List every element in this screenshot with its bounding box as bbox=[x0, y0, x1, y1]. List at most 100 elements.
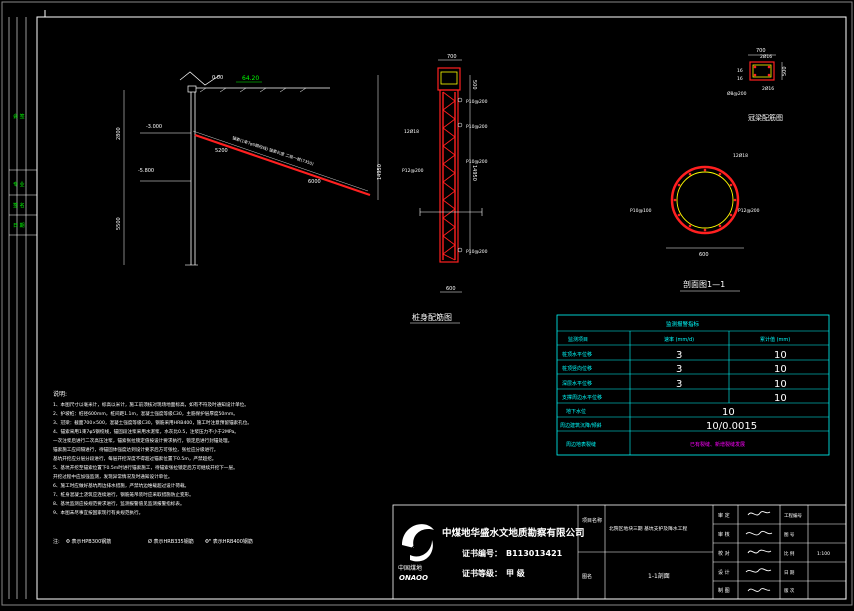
note-line: 4、锚索采用1束7φ5钢绞线，锚固段注浆采用水泥浆，水灰比0.5，注浆压力不小于… bbox=[53, 428, 239, 435]
row-rate: 3 bbox=[676, 379, 682, 390]
section-ring-right: P12@200 bbox=[738, 208, 760, 214]
rebar-dot bbox=[673, 198, 677, 202]
section-bars bbox=[673, 168, 737, 232]
row-label: 深层水平位移 bbox=[562, 380, 592, 387]
ground-hatch bbox=[199, 87, 307, 93]
company-name: 中煤地华盛水文地质勘察有限公司 bbox=[442, 527, 585, 539]
header-cell: 速率 (mm/d) bbox=[664, 336, 694, 343]
elev-a-label: -3.000 bbox=[146, 124, 162, 130]
monitor-title: 监测报警指标 bbox=[666, 320, 700, 328]
note-line: 3、冠梁：截面700×500，混凝土强度等级C30，钢筋采用HRB400，施工时… bbox=[53, 419, 252, 426]
row-label: 地下水位 bbox=[566, 408, 586, 415]
legend-item: Φ 表示HPB300钢筋 bbox=[66, 538, 111, 545]
row-rate: 已有裂缝、新增裂缝发展 bbox=[690, 441, 745, 448]
sign-role: 审 核 bbox=[718, 531, 730, 538]
dim-right: 14950 bbox=[377, 164, 383, 180]
cap-beam bbox=[187, 85, 197, 93]
note-line: 9、本图未尽事宜按国家现行有关规范执行。 bbox=[53, 509, 143, 516]
beam-detail: 700 500 2Ø16 2Ø16 16 16 Ø8@200 冠梁配筋图 bbox=[727, 48, 788, 122]
pile-reinforcement: 700 500 14950 600 桩身配筋图 P10@200 P10@200 … bbox=[402, 54, 488, 324]
rebar-dot bbox=[677, 213, 681, 217]
note-line: 8、基坑监测应按规范要求进行，监测报警值见监测报警指标表。 bbox=[53, 500, 185, 507]
row-rate: 10/0.0015 bbox=[706, 421, 757, 432]
legend-prefix: 注: bbox=[53, 538, 60, 545]
beam-dim-h: 500 bbox=[782, 66, 788, 76]
meta-label: 图 号 bbox=[784, 532, 795, 538]
rebar-dot bbox=[677, 183, 681, 187]
pile-dim-w: 700 bbox=[447, 54, 457, 60]
strip-label: 日 期 bbox=[13, 223, 25, 229]
pile-title: 桩身配筋图 bbox=[412, 312, 452, 322]
beam-bars-bot: 2Ø16 bbox=[762, 85, 774, 92]
note-line: 基坑开挖应分层分段进行，每层开挖深度不得超过锚索位置下0.5m，严禁超挖。 bbox=[53, 455, 216, 462]
pile-tag: P12@200 bbox=[402, 168, 424, 174]
grade-label: 证书等级： bbox=[462, 568, 502, 578]
rebar-dot bbox=[703, 168, 707, 172]
pile-dim-bot: 600 bbox=[446, 286, 456, 292]
beam-side-b: 16 bbox=[737, 76, 743, 82]
dim-h1: 2800 bbox=[116, 127, 122, 140]
row-rate: 3 bbox=[676, 350, 682, 361]
meta-label: 版 次 bbox=[784, 587, 795, 594]
pile-dim-top: 500 bbox=[471, 80, 477, 90]
meta-label: 工程编号 bbox=[784, 512, 802, 519]
note-line: 1、本图尺寸以毫米计，标高以米计，施工前须核对现场地面标高，如有不符及时通知设计… bbox=[53, 401, 249, 408]
beam-dim-w: 700 bbox=[756, 48, 766, 54]
note-line: 5、基坑开挖至锚索位置下0.5m时进行锚索施工，待锚索张拉锁定后方可继续开挖下一… bbox=[53, 464, 238, 471]
anchor-cable bbox=[194, 133, 371, 197]
beam-side-a: 16 bbox=[737, 68, 743, 74]
section-ring-left: P10@100 bbox=[630, 208, 652, 214]
rebar-dot bbox=[729, 213, 733, 217]
pile-tag: P10@200 bbox=[466, 124, 488, 130]
beam-stirrup: Ø8@200 bbox=[727, 90, 747, 97]
section-elevation: 0.00 64.20 -3.000 -5.800 2800 5500 5200 … bbox=[116, 71, 383, 266]
sign-role: 校 对 bbox=[718, 550, 730, 557]
row-label: 桩顶水平位移 bbox=[562, 351, 592, 358]
row-total: 10 bbox=[774, 393, 787, 404]
beam-outline bbox=[749, 61, 775, 81]
note-line: 锚索施工应间隔进行，待锚固体强度达到设计要求后方可张拉，张拉应分级进行。 bbox=[53, 446, 218, 453]
row-label: 周边地表裂缝 bbox=[566, 441, 596, 448]
rebar-dot bbox=[729, 183, 733, 187]
rebar-dot bbox=[718, 172, 722, 176]
legend-item: Φᴿ 表示HRB400钢筋 bbox=[205, 538, 253, 545]
slope-label: 64.20 bbox=[242, 75, 259, 82]
note-line: 6、施工时应做好基坑周边排水措施，严禁坑边堆载超过设计荷载。 bbox=[53, 482, 189, 489]
section-1-1: 600 12Ø18 P10@100 P12@200 剖面图1—1 bbox=[630, 152, 760, 292]
cert-label: 证书编号： bbox=[462, 548, 502, 558]
pile-tag: P10@200 bbox=[466, 159, 488, 165]
legend-item: Ø 表示HRB335钢筋 bbox=[148, 538, 194, 545]
header-cell: 监测项目 bbox=[568, 336, 588, 343]
row-label: 周边建筑沉降/倾斜 bbox=[560, 422, 602, 429]
row-rate: 3 bbox=[676, 364, 682, 375]
row-rate: 10 bbox=[722, 407, 735, 418]
signatures bbox=[745, 511, 773, 592]
logo-cn: 中国煤地 bbox=[398, 564, 422, 572]
project-name: 北院区地块三期 基坑支护及降水工程 bbox=[609, 525, 687, 532]
rebar-dot bbox=[688, 172, 692, 176]
company-logo bbox=[402, 524, 434, 562]
row-total: 10 bbox=[774, 350, 787, 361]
header-cell: 累计值 (mm) bbox=[760, 336, 790, 343]
pile-body bbox=[439, 89, 459, 263]
section-title: 剖面图1—1 bbox=[683, 279, 725, 289]
logo-en: ONAOO bbox=[399, 574, 428, 582]
title-block: 中国煤地 ONAOO 中煤地华盛水文地质勘察有限公司 证书编号： B113013… bbox=[392, 504, 847, 600]
pile-dim-mid: 14950 bbox=[471, 165, 477, 181]
note-line: 2、护坡桩：桩径600mm，桩间距1.1m，混凝土强度等级C30，主筋保护层厚度… bbox=[53, 410, 238, 417]
strip-label: 签 名 bbox=[13, 202, 25, 209]
anchor-dim2: 6000 bbox=[308, 179, 321, 185]
grade: 甲 级 bbox=[506, 568, 526, 578]
beam-title: 冠梁配筋图 bbox=[748, 113, 783, 122]
notes: 说明: 1、本图尺寸以毫米计，标高以米计，施工前须核对现场地面标高，如有不符及时… bbox=[53, 390, 253, 545]
sign-role: 制 图 bbox=[718, 587, 730, 594]
row-total: 10 bbox=[774, 364, 787, 375]
strip-label: 会 签 bbox=[13, 113, 25, 120]
project-label: 项目名称 bbox=[582, 517, 602, 524]
monitor-table: 监测报警指标 监测项目 速率 (mm/d) 累计值 (mm) 桩顶水平位移 3 … bbox=[556, 314, 830, 456]
cert-no: B113013421 bbox=[506, 549, 563, 558]
anchor-dim1: 5200 bbox=[215, 148, 228, 154]
